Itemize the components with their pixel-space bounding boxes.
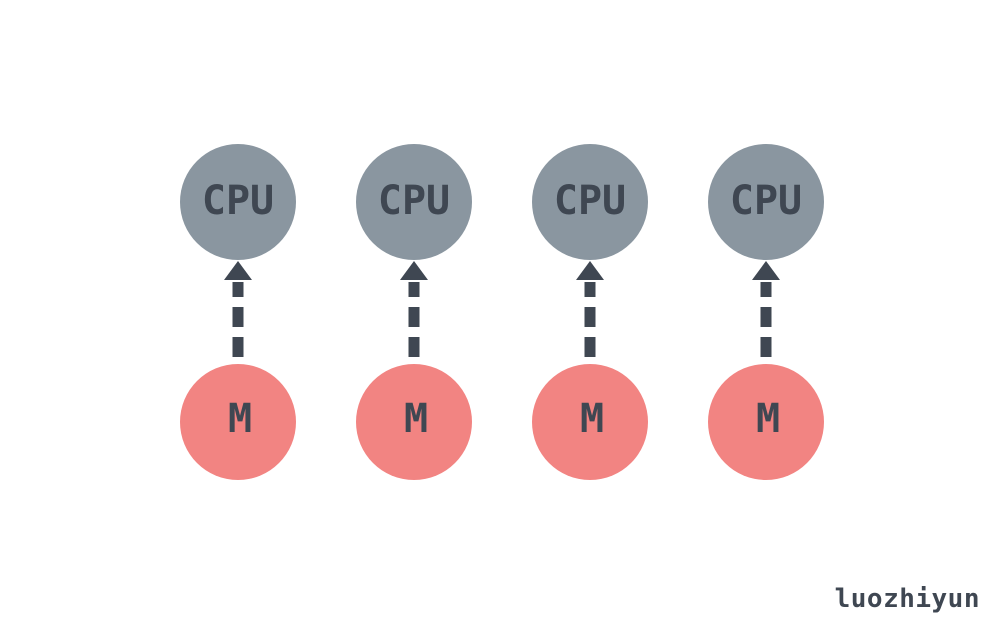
cpu-node-4 [708, 144, 824, 260]
cpu-label-1: CPU [202, 178, 274, 224]
pair-1: CPU M [180, 144, 296, 480]
pair-3: CPU M [532, 144, 648, 480]
arrow-head-2 [400, 261, 428, 280]
pair-4: CPU M [708, 144, 824, 480]
arrow-4 [752, 261, 780, 357]
arrow-1 [224, 261, 252, 357]
cpu-node-3 [532, 144, 648, 260]
arrow-head-3 [576, 261, 604, 280]
arrow-3 [576, 261, 604, 357]
m-node-3 [532, 364, 648, 480]
m-label-4: M [756, 396, 780, 442]
m-label-2: M [404, 396, 428, 442]
m-node-2 [356, 364, 472, 480]
m-node-1 [180, 364, 296, 480]
arrow-head-4 [752, 261, 780, 280]
pair-2: CPU M [356, 144, 472, 480]
arrow-head-1 [224, 261, 252, 280]
m-label-3: M [580, 396, 604, 442]
cpu-label-4: CPU [730, 178, 802, 224]
m-node-4 [708, 364, 824, 480]
cpu-node-1 [180, 144, 296, 260]
author-watermark: luozhiyun [834, 584, 980, 614]
arrow-2 [400, 261, 428, 357]
cpu-node-2 [356, 144, 472, 260]
m-label-1: M [228, 396, 252, 442]
cpu-label-3: CPU [554, 178, 626, 224]
cpu-label-2: CPU [378, 178, 450, 224]
